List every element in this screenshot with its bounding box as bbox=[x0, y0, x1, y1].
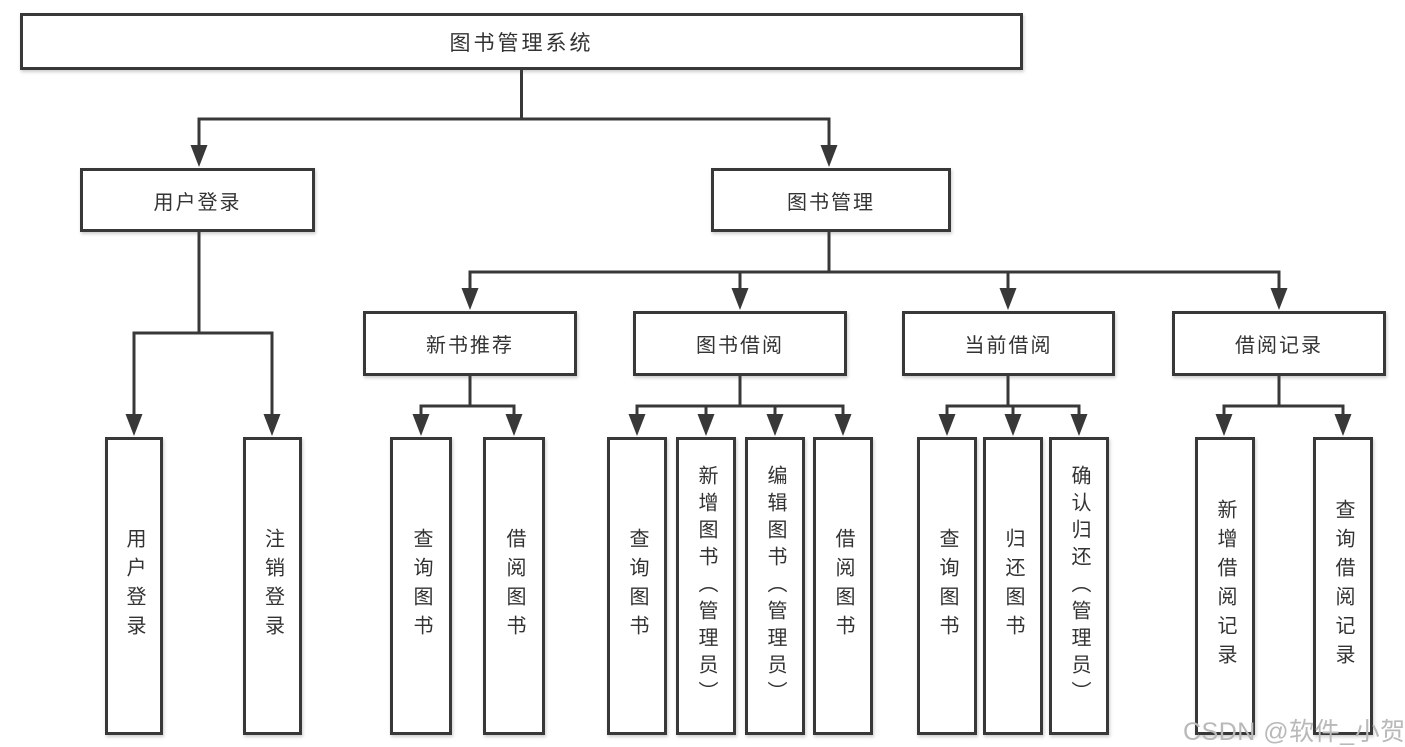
leaf-query-borrow-record: 查询借阅记录 bbox=[1313, 437, 1373, 735]
leaf-query-books-recommend: 查询图书 bbox=[390, 437, 452, 735]
leaf-user-login: 用户登录 bbox=[105, 437, 163, 735]
root-node: 图书管理系统 bbox=[20, 13, 1023, 70]
node-user-login: 用户登录 bbox=[80, 168, 315, 232]
leaf-query-books-borrow-label: 查询图书 bbox=[626, 528, 648, 644]
node-new-book-recommend: 新书推荐 bbox=[363, 311, 577, 376]
leaf-query-borrow-record-label: 查询借阅记录 bbox=[1332, 499, 1354, 673]
leaf-borrow-books-recommend: 借阅图书 bbox=[483, 437, 545, 735]
root-node-label: 图书管理系统 bbox=[449, 31, 594, 55]
leaf-borrow-books: 借阅图书 bbox=[813, 437, 873, 735]
node-borrow-records-label: 借阅记录 bbox=[1235, 335, 1323, 357]
leaf-confirm-return-admin: 确认归还（管理员） bbox=[1049, 437, 1109, 735]
node-book-management-label: 图书管理 bbox=[787, 191, 875, 214]
leaf-query-books-borrow: 查询图书 bbox=[607, 437, 667, 735]
watermark: CSDN @软件_小贺同学 bbox=[1183, 718, 1405, 746]
leaf-query-books-current: 查询图书 bbox=[917, 437, 977, 735]
leaf-logout-label: 注销登录 bbox=[261, 528, 284, 644]
node-user-login-label: 用户登录 bbox=[153, 191, 242, 214]
leaf-query-books-recommend-label: 查询图书 bbox=[410, 528, 432, 644]
leaf-return-book: 归还图书 bbox=[983, 437, 1043, 735]
leaf-confirm-return-admin-label: 确认归还（管理员） bbox=[1068, 464, 1090, 708]
leaf-edit-book-admin: 编辑图书（管理员） bbox=[745, 437, 805, 735]
node-borrow-records: 借阅记录 bbox=[1172, 311, 1386, 376]
node-book-borrow-label: 图书借阅 bbox=[696, 335, 784, 357]
node-book-management: 图书管理 bbox=[711, 168, 951, 232]
node-current-borrow: 当前借阅 bbox=[902, 311, 1115, 376]
node-book-borrow: 图书借阅 bbox=[633, 311, 847, 376]
leaf-borrow-books-label: 借阅图书 bbox=[832, 528, 854, 644]
leaf-query-books-current-label: 查询图书 bbox=[936, 528, 958, 644]
leaf-add-borrow-record-label: 新增借阅记录 bbox=[1214, 499, 1236, 673]
leaf-add-book-admin-label: 新增图书（管理员） bbox=[695, 464, 717, 708]
leaf-edit-book-admin-label: 编辑图书（管理员） bbox=[764, 464, 786, 708]
node-new-book-recommend-label: 新书推荐 bbox=[426, 335, 514, 357]
leaf-logout: 注销登录 bbox=[243, 437, 302, 735]
leaf-user-login-label: 用户登录 bbox=[123, 528, 145, 644]
leaf-return-book-label: 归还图书 bbox=[1002, 528, 1024, 644]
leaf-add-borrow-record: 新增借阅记录 bbox=[1195, 437, 1255, 735]
node-current-borrow-label: 当前借阅 bbox=[964, 335, 1053, 357]
leaf-add-book-admin: 新增图书（管理员） bbox=[676, 437, 736, 735]
leaf-borrow-books-recommend-label: 借阅图书 bbox=[503, 528, 525, 644]
